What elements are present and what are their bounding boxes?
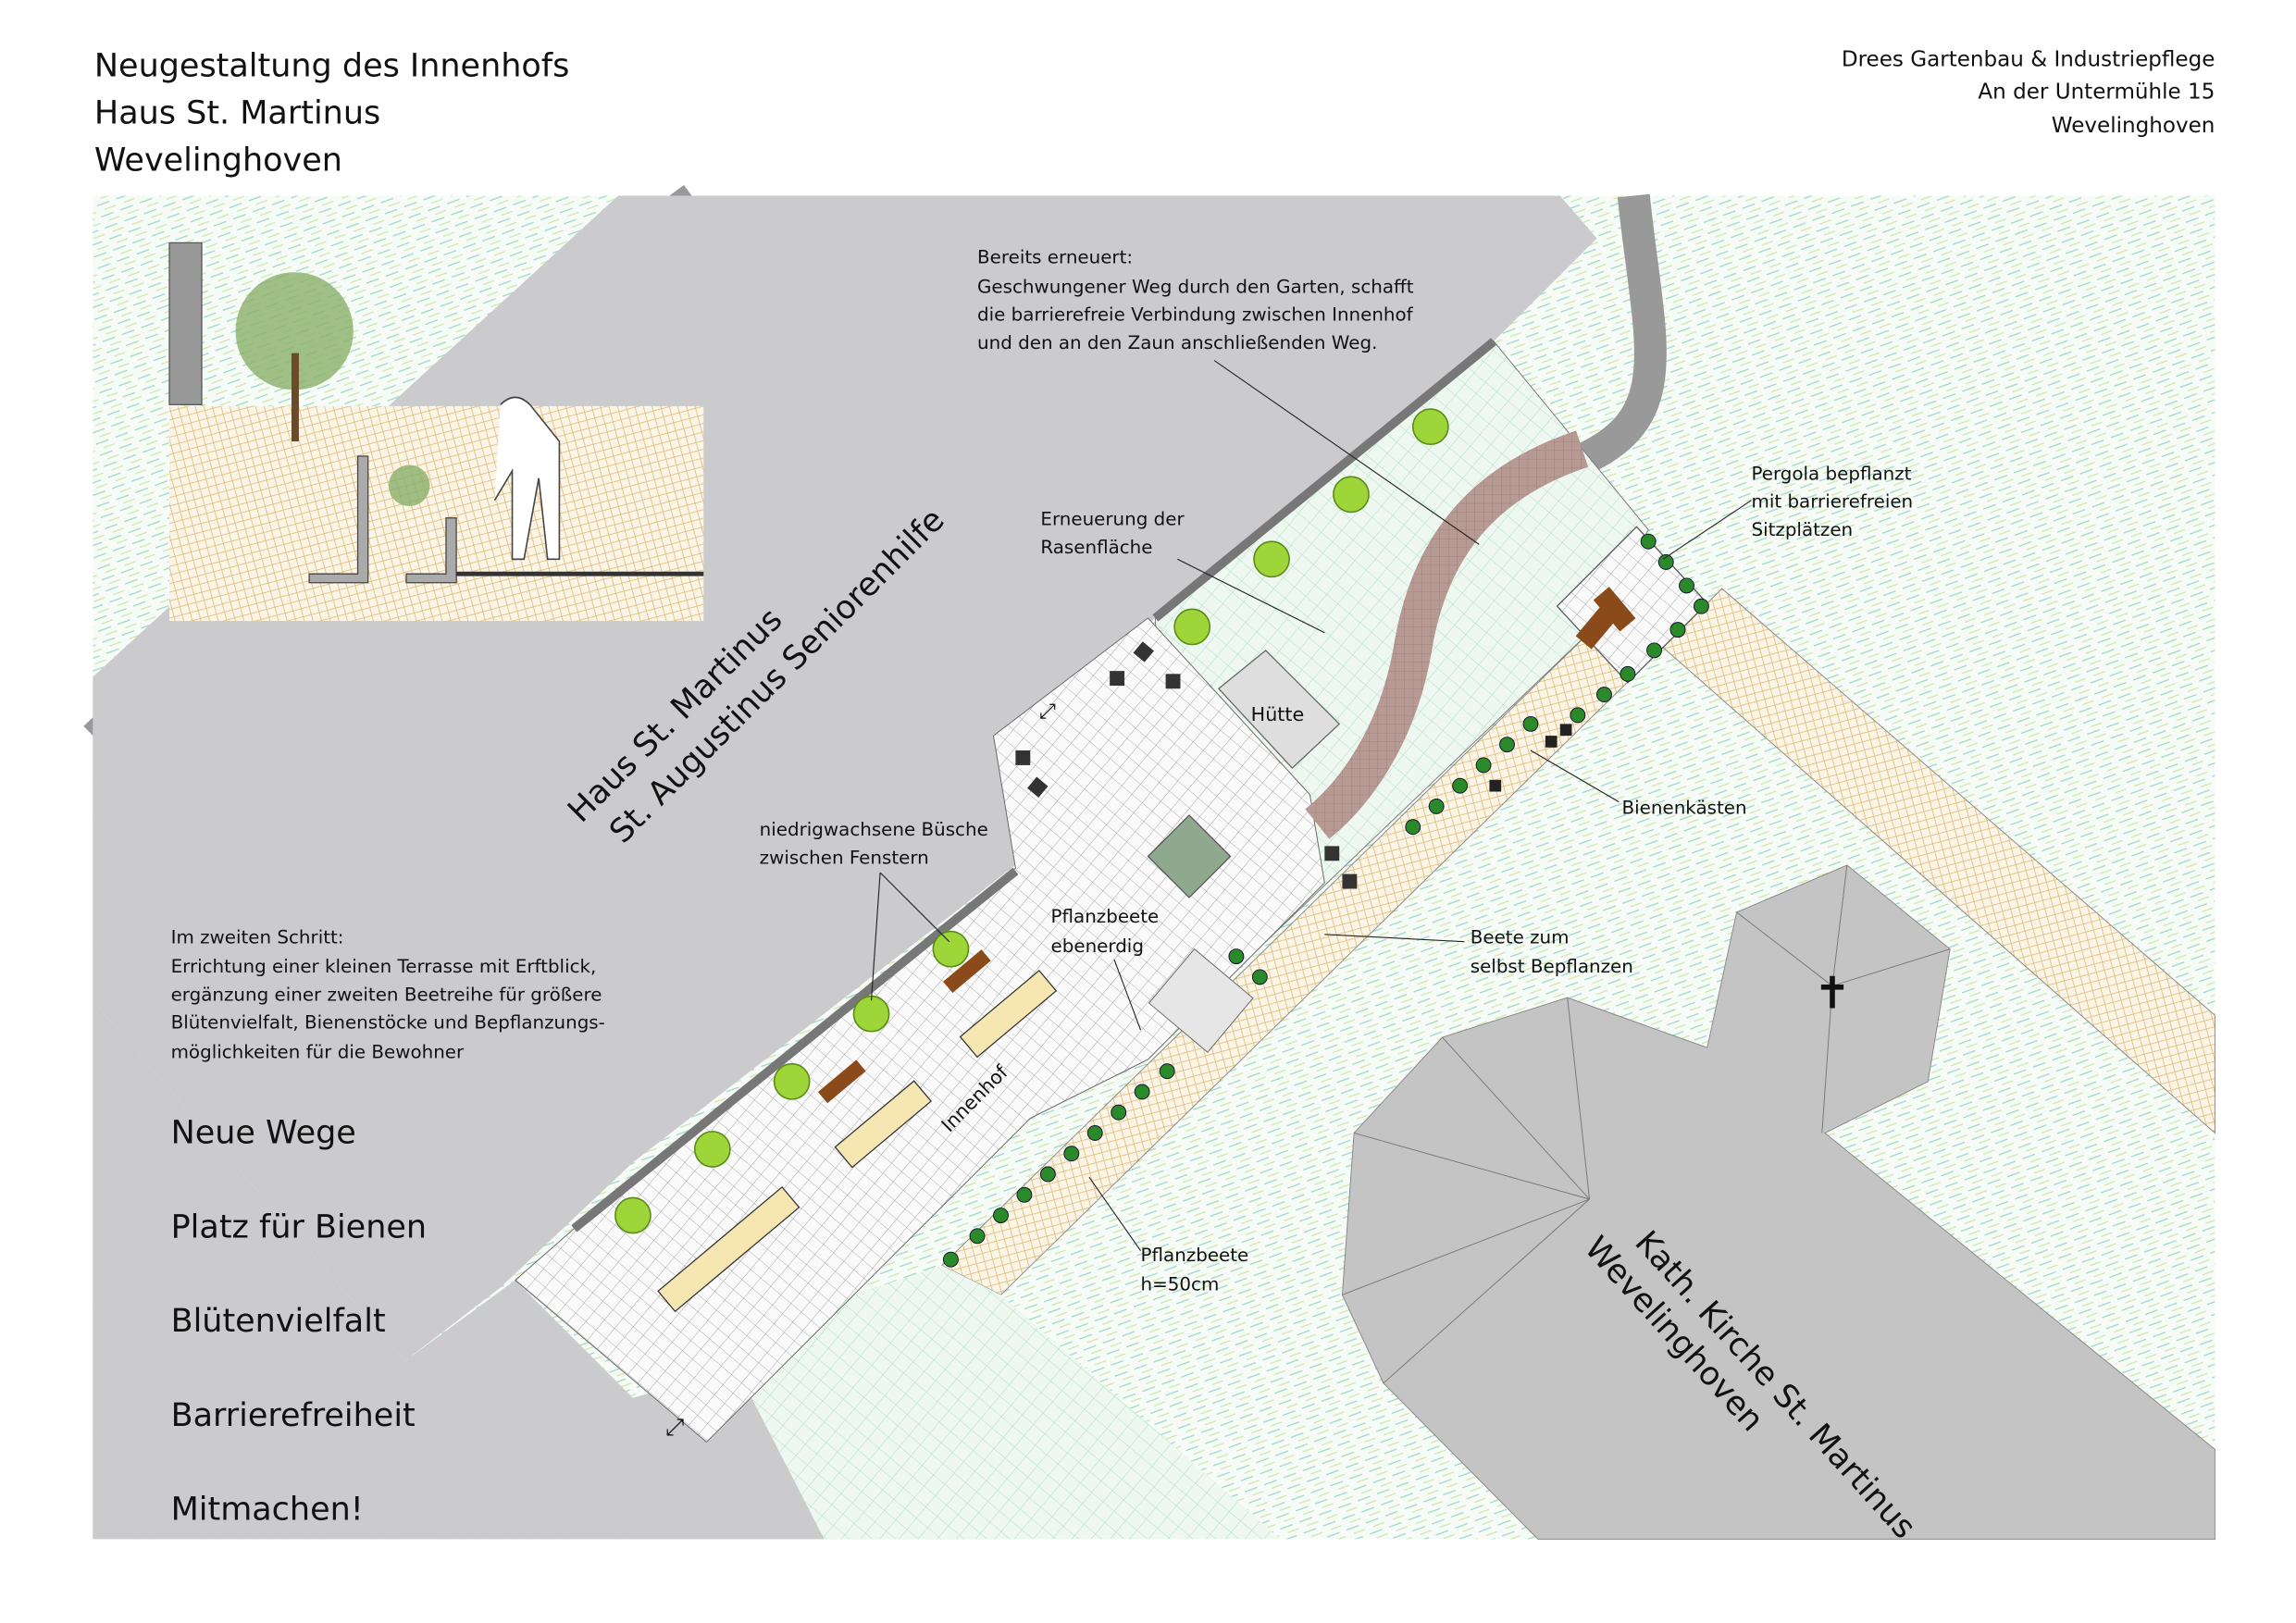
- tree-icon: [614, 1196, 652, 1234]
- svg-text:Pflanzbeete: Pflanzbeete: [1141, 1245, 1249, 1266]
- svg-text:und den an den Zaun anschließe: und den an den Zaun anschließenden Weg.: [977, 332, 1377, 353]
- flower-bed: [959, 970, 1058, 1059]
- pergola-bench: [1575, 604, 1619, 650]
- svg-text:Im zweiten Schritt:: Im zweiten Schritt:: [171, 926, 344, 948]
- title-line: Neugestaltung des Innenhofs: [94, 48, 569, 85]
- tree-icon: [693, 1131, 731, 1168]
- senior-home-wing: [93, 1000, 788, 1540]
- svg-text:Pergola bepflanzt: Pergola bepflanzt: [1751, 463, 1911, 484]
- key-points-list: Neue Wege Platz für Bienen Blütenvielfal…: [171, 1115, 427, 1529]
- key-point: Neue Wege: [171, 1115, 356, 1152]
- svg-text:selbst Bepflanzen: selbst Bepflanzen: [1471, 956, 1633, 977]
- hut-label: Hütte: [1251, 703, 1305, 725]
- entrance-arrow-icon: ⤢: [665, 1412, 684, 1440]
- section-soil: [169, 405, 704, 622]
- company-address: Drees Gartenbau & Industriepflege An der…: [1842, 48, 2215, 139]
- key-point: Blütenvielfalt: [171, 1303, 386, 1340]
- annotation-bushes: niedrigwachsene Büsche zwischen Fenstern: [760, 819, 988, 868]
- svg-text:die barrierefreie Verbindung z: die barrierefreie Verbindung zwischen In…: [977, 304, 1414, 326]
- bench: [943, 949, 991, 994]
- key-point: Barrierefreiheit: [171, 1397, 416, 1434]
- tree-icon: [932, 930, 970, 968]
- annotation-lawn: Erneuerung der Rasenfläche: [1040, 509, 1185, 558]
- entrance-arrow-icon: ⤢: [1039, 700, 1056, 724]
- svg-text:mit barrierefreien: mit barrierefreien: [1751, 491, 1913, 513]
- tree-icon: [1253, 540, 1290, 578]
- svg-text:Erneuerung der: Erneuerung der: [1040, 509, 1185, 530]
- tree-icon: [1173, 608, 1211, 646]
- section-tree-icon: [235, 272, 354, 390]
- svg-text:Blütenvielfalt, Bienenstöcke u: Blütenvielfalt, Bienenstöcke und Bepflan…: [171, 1012, 605, 1034]
- hut: [1217, 650, 1341, 769]
- svg-text:möglichkeiten für die Bewohner: möglichkeiten für die Bewohner: [171, 1041, 465, 1062]
- title-line: Wevelinghoven: [94, 142, 342, 179]
- company-street: An der Untermühle 15: [1978, 81, 2215, 105]
- svg-text:Pflanzbeete: Pflanzbeete: [1051, 906, 1160, 927]
- church-roof-lines: [1342, 864, 1951, 1384]
- svg-text:ergänzung einer zweiten Beetre: ergänzung einer zweiten Beetreihe für gr…: [171, 984, 602, 1005]
- flower-beds: [657, 970, 1058, 1313]
- annotation-pergola: Pergola bepflanzt mit barrierefreien Sit…: [1751, 463, 1913, 539]
- svg-text:Beete zum: Beete zum: [1471, 926, 1570, 948]
- tree-icon: [1411, 408, 1449, 446]
- courtyard-chairs: [1015, 641, 1358, 889]
- fountain-plaza: [1147, 814, 1232, 898]
- building-wall: [571, 867, 1019, 1233]
- annotation-ground-beds: Pflanzbeete ebenerdig: [1051, 906, 1160, 957]
- company-name: Drees Gartenbau & Industriepflege: [1842, 48, 2215, 72]
- key-point: Mitmachen!: [171, 1492, 364, 1529]
- svg-text:Geschwungener Weg durch den Ga: Geschwungener Weg durch den Garten, scha…: [977, 276, 1414, 297]
- raised-bed-plants: [942, 533, 1709, 1268]
- section-wall: [168, 242, 203, 405]
- svg-text:Rasenfläche: Rasenfläche: [1040, 537, 1152, 558]
- svg-text:Bereits erneuert:: Bereits erneuert:: [977, 247, 1133, 268]
- annotation-second-step: Im zweiten Schritt: Errichtung einer kle…: [171, 926, 605, 1062]
- section-shrub-icon: [388, 465, 430, 507]
- tree-icon: [773, 1062, 811, 1100]
- church-building: [1341, 864, 2215, 1540]
- section-drawing: [168, 242, 704, 622]
- svg-text:niedrigwachsene Büsche: niedrigwachsene Büsche: [760, 819, 988, 840]
- bee-boxes: [1489, 724, 1572, 792]
- annotation-beehives: Bienenkästen: [1622, 797, 1747, 818]
- lawn-lower: [721, 1265, 1281, 1540]
- leader-lines: [870, 360, 1752, 1251]
- map-area: Hütte ✝: [83, 185, 2215, 1546]
- annotation-self-beds: Beete zum selbst Bepflanzen: [1471, 926, 1633, 977]
- raised-bed-wall: [308, 455, 369, 584]
- tree-icon: [1333, 476, 1370, 514]
- tree-icon: [852, 995, 890, 1033]
- cross-icon: ✝: [1814, 968, 1851, 1019]
- ground-level-bed: [1148, 948, 1254, 1053]
- company-city: Wevelinghoven: [2052, 114, 2215, 138]
- title-line: Haus St. Martinus: [94, 95, 380, 132]
- annotation-raised-beds: Pflanzbeete h=50cm: [1141, 1245, 1249, 1295]
- svg-text:ebenerdig: ebenerdig: [1051, 935, 1144, 957]
- svg-text:zwischen Fenstern: zwischen Fenstern: [760, 847, 929, 868]
- plan-title: Neugestaltung des Innenhofs Haus St. Mar…: [94, 48, 569, 180]
- curved-path: [1305, 430, 1589, 839]
- key-point: Platz für Bienen: [171, 1208, 427, 1245]
- svg-text:Errichtung einer kleinen Terra: Errichtung einer kleinen Terrasse mit Er…: [171, 956, 597, 977]
- flower-bed: [834, 1080, 932, 1169]
- svg-text:Sitzplätzen: Sitzplätzen: [1751, 519, 1853, 540]
- bench: [817, 1059, 866, 1104]
- building-wall-upper: [1152, 338, 1497, 622]
- street-right: [1523, 193, 1667, 501]
- annotation-renewed: Bereits erneuert: Geschwungener Weg durc…: [977, 247, 1414, 353]
- svg-text:h=50cm: h=50cm: [1141, 1274, 1220, 1295]
- flower-bed: [657, 1186, 800, 1313]
- person-icon: [493, 396, 561, 561]
- pergola-bench: [1593, 587, 1636, 632]
